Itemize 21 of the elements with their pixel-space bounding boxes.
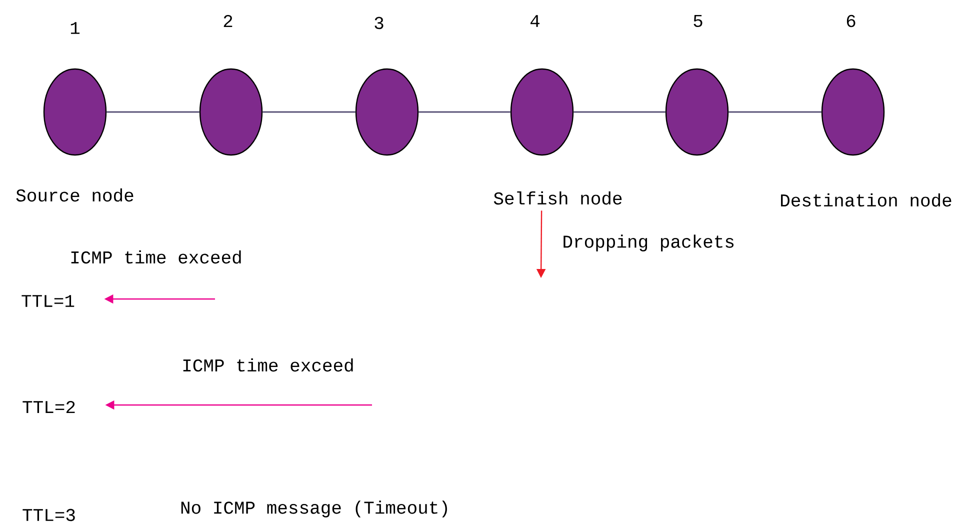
- ttl-label: TTL=1: [22, 295, 74, 307]
- edge-label: ICMP time exceed: [180, 357, 356, 373]
- edge-label: ICMP time exceed: [68, 249, 244, 265]
- node-number: 4: [530, 15, 540, 27]
- link-line: [262, 111, 356, 113]
- node-caption: Selfish node: [494, 191, 622, 205]
- node-caption: Destination node: [781, 193, 952, 207]
- node-number: 5: [694, 14, 702, 27]
- edge-label: Dropping packets: [561, 234, 736, 252]
- link-line: [574, 111, 666, 113]
- note-text: No ICMP message (Timeout): [181, 500, 447, 518]
- link-line: [418, 111, 510, 113]
- node-number: 2: [224, 14, 232, 28]
- ttl-label: TTL=3: [22, 508, 75, 522]
- link-line: [728, 111, 822, 113]
- node-number: 3: [374, 16, 384, 30]
- node-number: 6: [846, 14, 856, 28]
- ttl-label: TTL=2: [22, 400, 75, 414]
- node-number: 1: [70, 22, 80, 34]
- link-line: [106, 111, 200, 113]
- node-caption: Source node: [16, 188, 134, 202]
